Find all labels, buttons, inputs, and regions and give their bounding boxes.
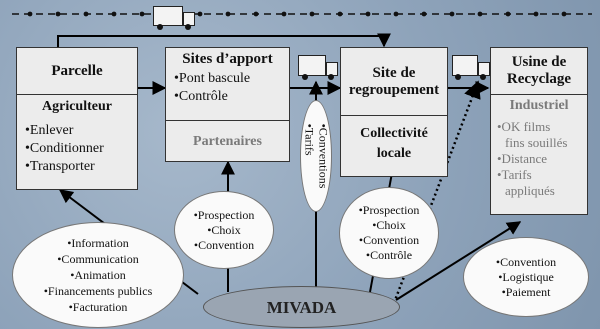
usine-item-tarifs: •Tarifs	[497, 167, 532, 182]
parcelle-box: Parcelle Agriculteur •Enlever •Condition…	[16, 47, 138, 190]
parcelle-title: Parcelle	[17, 48, 137, 95]
usine-box: Usine de Recyclage Industriel •OK films …	[490, 47, 588, 215]
sites-apport-box: Sites d’apport •Pont bascule •Contrôle P…	[165, 47, 290, 162]
info-item-animation: •Animation	[70, 268, 126, 282]
regroupement-title: Site de regroupement	[341, 48, 447, 116]
regroupement-role-line2: locale	[376, 146, 412, 161]
info-item-information: •Information	[67, 236, 129, 250]
usine-item-fins-souilles: fins souillés	[505, 135, 568, 150]
regroupement-prospection-ellipse: •Prospection •Choix •Convention •Contrôl…	[339, 187, 439, 279]
truck-sites-icon	[298, 55, 338, 81]
regroupement-role: Collectivité locale	[341, 124, 447, 164]
regroup-ell-choix: •Choix	[372, 218, 406, 232]
conventions-tarifs-ellipse: •Conventions •Tarifs	[300, 100, 332, 212]
sites-ell-prospection: •Prospection	[193, 207, 255, 222]
sites-ell-convention: •Convention	[193, 237, 255, 252]
parcelle-item-enlever: •Enlever	[25, 123, 74, 138]
usine-title: Usine de Recyclage	[491, 48, 587, 95]
mivada-ellipse: MIVADA	[203, 286, 400, 328]
info-item-communication: •Communication	[57, 252, 139, 266]
info-item-facturation: •Facturation	[68, 300, 128, 314]
info-item-financements: •Financements publics	[43, 284, 153, 298]
regroup-ell-prospection: •Prospection	[358, 203, 420, 217]
usine-item-ok-films: •OK films	[497, 119, 551, 134]
truck-top-icon	[153, 6, 195, 30]
vertical-item-conventions: •Conventions	[316, 123, 330, 189]
usine-ell-logistique: •Logistique	[498, 269, 554, 284]
regroupement-title-line1: Site de	[372, 64, 416, 81]
information-ellipse: •Information •Communication •Animation •…	[12, 222, 184, 328]
sites-item-controle: •Contrôle	[174, 89, 228, 104]
usine-item-appliques: appliqués	[505, 183, 555, 198]
usine-item-distance: •Distance	[497, 151, 548, 166]
sites-ell-choix: •Choix	[207, 222, 241, 237]
usine-title-line2: Recyclage	[506, 71, 572, 87]
usine-convention-ellipse: •Convention •Logistique •Paiement	[463, 237, 589, 317]
route-dots	[27, 11, 567, 17]
usine-ell-paiement: •Paiement	[501, 284, 551, 299]
parcelle-item-transporter: •Transporter	[25, 159, 95, 174]
sites-item-pont-bascule: •Pont bascule	[174, 71, 251, 86]
regroup-ell-controle: •Contrôle	[365, 248, 413, 262]
mivada-label: MIVADA	[266, 297, 337, 317]
truck-regroupement-icon	[452, 55, 490, 81]
parcelle-role: Agriculteur	[42, 99, 112, 114]
sites-prospection-ellipse: •Prospection •Choix •Convention	[174, 191, 274, 269]
usine-title-line1: Usine de	[511, 54, 567, 70]
regroupement-box: Site de regroupement Collectivité locale	[340, 47, 448, 177]
regroupement-title-line2: regroupement	[348, 81, 440, 98]
regroup-ell-convention: •Convention	[358, 233, 420, 247]
usine-role: Industriel	[509, 98, 569, 113]
regroupement-role-line1: Collectivité	[360, 126, 428, 141]
bypass-arrow	[57, 33, 391, 48]
parcelle-item-conditionner: •Conditionner	[25, 141, 104, 156]
sites-apport-title: Sites d’apport	[182, 51, 273, 67]
arrow-mivada-usine	[395, 221, 522, 301]
sites-role: Partenaires	[193, 134, 262, 149]
usine-ell-convention: •Convention	[495, 254, 557, 269]
vertical-item-tarifs: •Tarifs	[302, 123, 316, 156]
